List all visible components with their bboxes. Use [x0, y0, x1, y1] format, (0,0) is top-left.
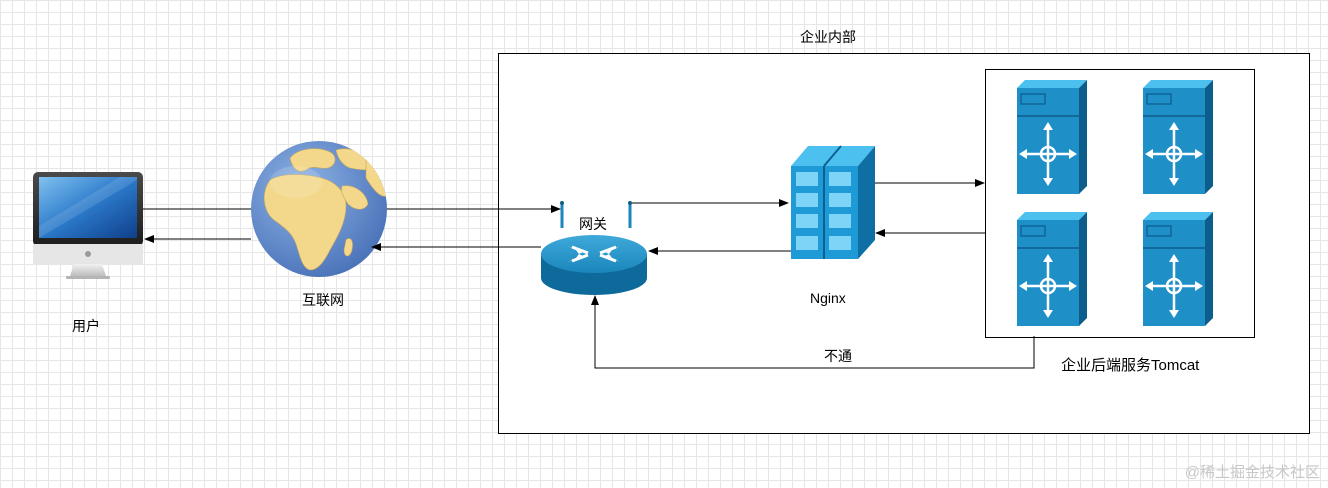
user-label: 用户	[72, 318, 100, 334]
globe-icon	[251, 141, 387, 277]
tomcat-server-icon	[1017, 80, 1087, 194]
enterprise-label: 企业内部	[800, 29, 856, 45]
router-icon	[541, 201, 647, 295]
watermark: @稀土掘金技术社区	[1184, 464, 1320, 481]
edge-tomcat-to-gateway-blocked	[591, 295, 1035, 369]
tomcat-server-icon	[1143, 212, 1213, 326]
tomcat-server-icon	[1143, 80, 1213, 194]
nginx-server-icon	[791, 145, 875, 259]
blocked-label: 不通	[824, 348, 852, 364]
tomcat-server-icon	[1017, 212, 1087, 326]
nginx-label: Nginx	[810, 290, 846, 306]
internet-label: 互联网	[302, 292, 344, 308]
tomcat-label: 企业后端服务Tomcat	[1061, 357, 1200, 374]
computer-icon	[33, 172, 143, 279]
gateway-label: 网关	[579, 216, 607, 232]
